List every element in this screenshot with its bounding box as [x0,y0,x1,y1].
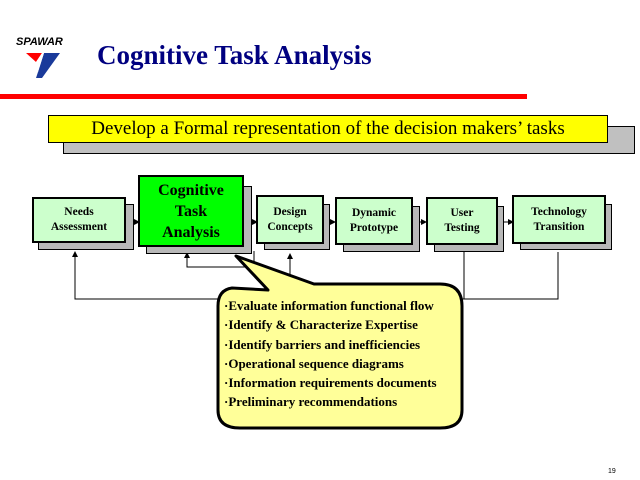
step-label-line: Technology [531,205,587,218]
step-label-line: Dynamic [351,207,397,219]
bullet-icon: · [224,355,229,371]
objective-banner: Develop a Formal representation of the d… [48,115,608,143]
step-label-line: Prototype [349,222,399,234]
bullet-icon: · [224,298,229,313]
step-label-line: Testing [444,222,480,234]
feedback-line-inner [184,251,255,268]
callout-item: ·Operational sequence diagrams [224,355,404,371]
title-underline [0,94,527,99]
page-number: 19 [608,468,616,475]
bullet-icon: · [224,394,229,410]
callout-item: ·Preliminary recommendations [224,394,398,410]
step-label-line: Concepts [267,220,313,233]
step-design-concepts: Design Concepts [256,195,324,244]
callout-list: ·Evaluate information functional flow ·I… [224,296,437,412]
callout-item: ·Evaluate information functional flow [224,298,434,313]
bullet-icon: · [224,336,229,352]
bullet-icon: · [224,375,229,391]
step-label-line: Analysis [162,223,220,241]
step-label-line: Design [273,205,307,218]
step-label-line: Transition [533,220,585,233]
step-label-line: Needs [64,206,94,218]
step-technology-transition: Technology Transition [512,195,606,244]
step-label-line: Cognitive [158,181,224,199]
callout-item: ·Identify & Characterize Expertise [224,317,418,333]
step-needs-assessment: Needs Assessment [32,197,126,243]
logo-text: SPAWAR [16,36,63,48]
bullet-icon: · [224,317,229,333]
page-title: Cognitive Task Analysis [97,40,372,70]
step-label-line: User [450,207,474,219]
logo-chevron-icon [26,53,60,78]
step-label-line: Assessment [50,221,108,233]
step-user-testing: User Testing [426,197,498,245]
step-cognitive-task-analysis: Cognitive Task Analysis [138,175,244,247]
callout-item: ·Information requirements documents [224,375,437,391]
step-dynamic-prototype: Dynamic Prototype [335,197,413,245]
step-label-line: Task [174,202,208,220]
callout-item: ·Identify barriers and inefficiencies [224,336,421,352]
spawar-logo: SPAWAR [14,36,70,86]
